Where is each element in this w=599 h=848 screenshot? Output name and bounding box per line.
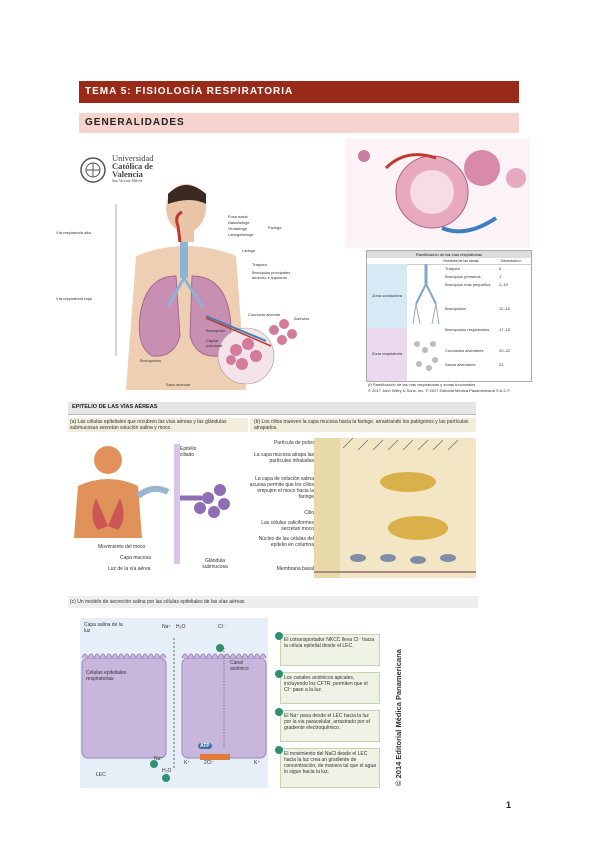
label-cilio: Cilio bbox=[304, 510, 314, 516]
zone-conductora: Zona conductora bbox=[371, 293, 403, 298]
figure-saline-secretion: (c) Un modelo de secreción salina por la… bbox=[68, 596, 478, 796]
step-4-text: El movimiento del NaCl desde el LEC haci… bbox=[284, 751, 377, 775]
label-orofaringe: Orofaringe bbox=[228, 226, 247, 231]
step-1-box: El cotransportador NKCC lleva Cl⁻ hacia … bbox=[275, 632, 380, 666]
section-subtitle: GENERALIDADES bbox=[79, 113, 519, 133]
ion-na-top: Na⁺ bbox=[162, 624, 172, 630]
label-luz: Luz de la vía aérea bbox=[108, 566, 151, 572]
label-nucleo: Núcleo de las células del epitelio en co… bbox=[258, 536, 314, 548]
alveolus-drawing bbox=[346, 138, 530, 248]
step-1-text: El cotransportador NKCC lleva Cl⁻ hacia … bbox=[284, 637, 375, 649]
logo-line1: Universidad bbox=[112, 153, 154, 163]
ion-k-right: K⁺ bbox=[254, 760, 260, 766]
epithelium-drawing bbox=[74, 438, 476, 578]
row-name: Bronquiolos bbox=[445, 306, 467, 311]
label-canal: Canal aniónico bbox=[230, 660, 249, 672]
label-alveolos: Alvéolos bbox=[294, 316, 310, 321]
label-saco: Saco alveolar bbox=[166, 382, 191, 387]
secretion-drawing bbox=[80, 618, 268, 788]
ion-k-left: K⁺ bbox=[184, 760, 190, 766]
label-lec: LEC bbox=[96, 772, 106, 778]
label-bronquiolos: Bronquiolos bbox=[140, 358, 162, 363]
label-particula: Partícula de polvo bbox=[273, 440, 314, 446]
row-gen: 2–10 bbox=[499, 282, 508, 287]
epithelium-title: EPITELIO DE LAS VÍAS AÉREAS bbox=[72, 404, 158, 410]
label-epitelio: Epitelio ciliado bbox=[180, 446, 197, 458]
label-traquea: Tráquea bbox=[252, 262, 267, 267]
label-faringe: Faringe bbox=[268, 225, 282, 230]
label-nasofaringe: Nasofaringe bbox=[228, 220, 250, 225]
row-name: Conductos alveolares bbox=[445, 348, 484, 353]
label-fosa-nasal: Fosa nasal bbox=[228, 214, 248, 219]
branching-copyright: © 2017 John Wiley & Sons, Inc. © 2017 Ed… bbox=[368, 388, 511, 393]
label-via-baja: Vía respiratoria baja bbox=[56, 296, 92, 301]
page-number: 1 bbox=[506, 800, 512, 810]
row-name: Bronquiolos respiratorios bbox=[445, 327, 490, 332]
label-celulas: Células epiteliales respiratorias bbox=[86, 670, 127, 682]
figure-respiratory-anatomy: Universidad Católica de Valencia San Vic… bbox=[56, 146, 338, 390]
ion-2cl: 2Cl⁻ bbox=[204, 760, 215, 766]
ion-cl-top: Cl⁻ bbox=[218, 624, 226, 630]
university-seal-icon bbox=[80, 157, 106, 183]
row-gen: 23 bbox=[499, 362, 504, 367]
publisher-vertical: © 2014 Editorial Médica Panamericana bbox=[394, 649, 403, 786]
step-2-box: Los canales aniónicos apicales, incluyen… bbox=[275, 670, 380, 704]
university-logo: Universidad Católica de Valencia San Vic… bbox=[80, 154, 200, 190]
step-4-box: El movimiento del NaCl desde el LEC haci… bbox=[275, 746, 380, 788]
row-gen: 17–19 bbox=[499, 327, 511, 332]
label-membrana: Membrana basal bbox=[276, 566, 314, 572]
row-name: Bronquios primarios bbox=[445, 274, 481, 279]
zone-respiratoria: Zona respiratoria bbox=[371, 351, 403, 356]
label-salina: La capa de solución salina acuosa permit… bbox=[249, 476, 314, 500]
step-2-text: Los canales aniónicos apicales, incluyen… bbox=[284, 675, 368, 693]
branching-tree-drawing bbox=[412, 264, 440, 371]
table-title: Ramificación de las vías respiratorias bbox=[367, 251, 531, 258]
branching-caption: (f) Ramificación de las vías respiratori… bbox=[368, 382, 476, 387]
row-gen: 1 bbox=[499, 274, 502, 279]
ion-na-bottom: Na⁺ bbox=[154, 756, 164, 762]
row-gen: 11–16 bbox=[499, 306, 510, 311]
table-col2: Generación n bbox=[500, 259, 522, 263]
label-capa-mucosa: Capa mucosa bbox=[120, 555, 151, 561]
step-3-text: El Na⁺ pasa desde el LEC hacia la luz po… bbox=[284, 713, 370, 731]
figure-airway-branching: Ramificación de las vías respiratorias N… bbox=[346, 138, 532, 400]
label-movimiento: Movimiento del moco bbox=[98, 544, 146, 550]
step-3-box: El Na⁺ pasa desde el LEC hacia la luz po… bbox=[275, 708, 380, 742]
logo-line4: San Vicente Mártir bbox=[112, 178, 143, 183]
ion-h2o-bottom: H₂O bbox=[162, 768, 172, 774]
label-capilar: Capilar pulmonar bbox=[206, 338, 223, 348]
branching-rows: Tráquea 0 Bronquios primarios 1 Bronquios … bbox=[445, 265, 531, 369]
row-gen: 0 bbox=[499, 266, 502, 271]
label-capa-salina: Capa salina de la luz bbox=[84, 622, 123, 634]
row-name: Bronquios más pequeños bbox=[445, 282, 491, 287]
secretion-caption: (c) Un modelo de secreción salina por la… bbox=[70, 599, 245, 605]
ion-h2o-top: H₂O bbox=[176, 624, 186, 630]
logo-line2: Católica de bbox=[112, 161, 153, 171]
epithelium-caption-a: (a) Las células epiteliales que recubren… bbox=[70, 419, 227, 431]
atp-label: ATP bbox=[198, 743, 212, 749]
label-laringe: Laringe bbox=[242, 248, 256, 253]
label-bronquios: Bronquios principales derecho e izquierd… bbox=[252, 270, 291, 280]
label-laringofaringe: Laringofaringe bbox=[228, 232, 254, 237]
label-bronquiolo: Bronquiolo bbox=[206, 328, 226, 333]
row-gen: 20–22 bbox=[499, 348, 511, 353]
epithelium-caption-b: (b) Los cilios mueven la capa mucosa hac… bbox=[254, 419, 469, 431]
row-name: Tráquea bbox=[445, 266, 460, 271]
table-col1: Nombres de las ramas bbox=[443, 259, 479, 263]
logo-line3: Valencia bbox=[112, 169, 143, 179]
label-conducto: Conducto alveolar bbox=[248, 312, 281, 317]
row-name: Sacos alveolares bbox=[445, 362, 476, 367]
anatomy-drawing bbox=[115, 184, 297, 390]
label-via-alta: Vía respiratoria alta bbox=[56, 230, 91, 235]
label-caliciformes: Las células caliciformes secretan moco bbox=[261, 520, 314, 532]
branching-table: Ramificación de las vías respiratorias N… bbox=[366, 250, 532, 382]
label-atrapa: La capa mucosa atrapa las partículas inh… bbox=[253, 452, 314, 464]
figure-airway-epithelium: EPITELIO DE LAS VÍAS AÉREAS (a) Las célu… bbox=[68, 402, 476, 580]
section-title: TEMA 5: FISIOLOGÍA RESPIRATORIA bbox=[79, 81, 519, 103]
label-glandula: Glándula submucosa bbox=[202, 558, 228, 570]
